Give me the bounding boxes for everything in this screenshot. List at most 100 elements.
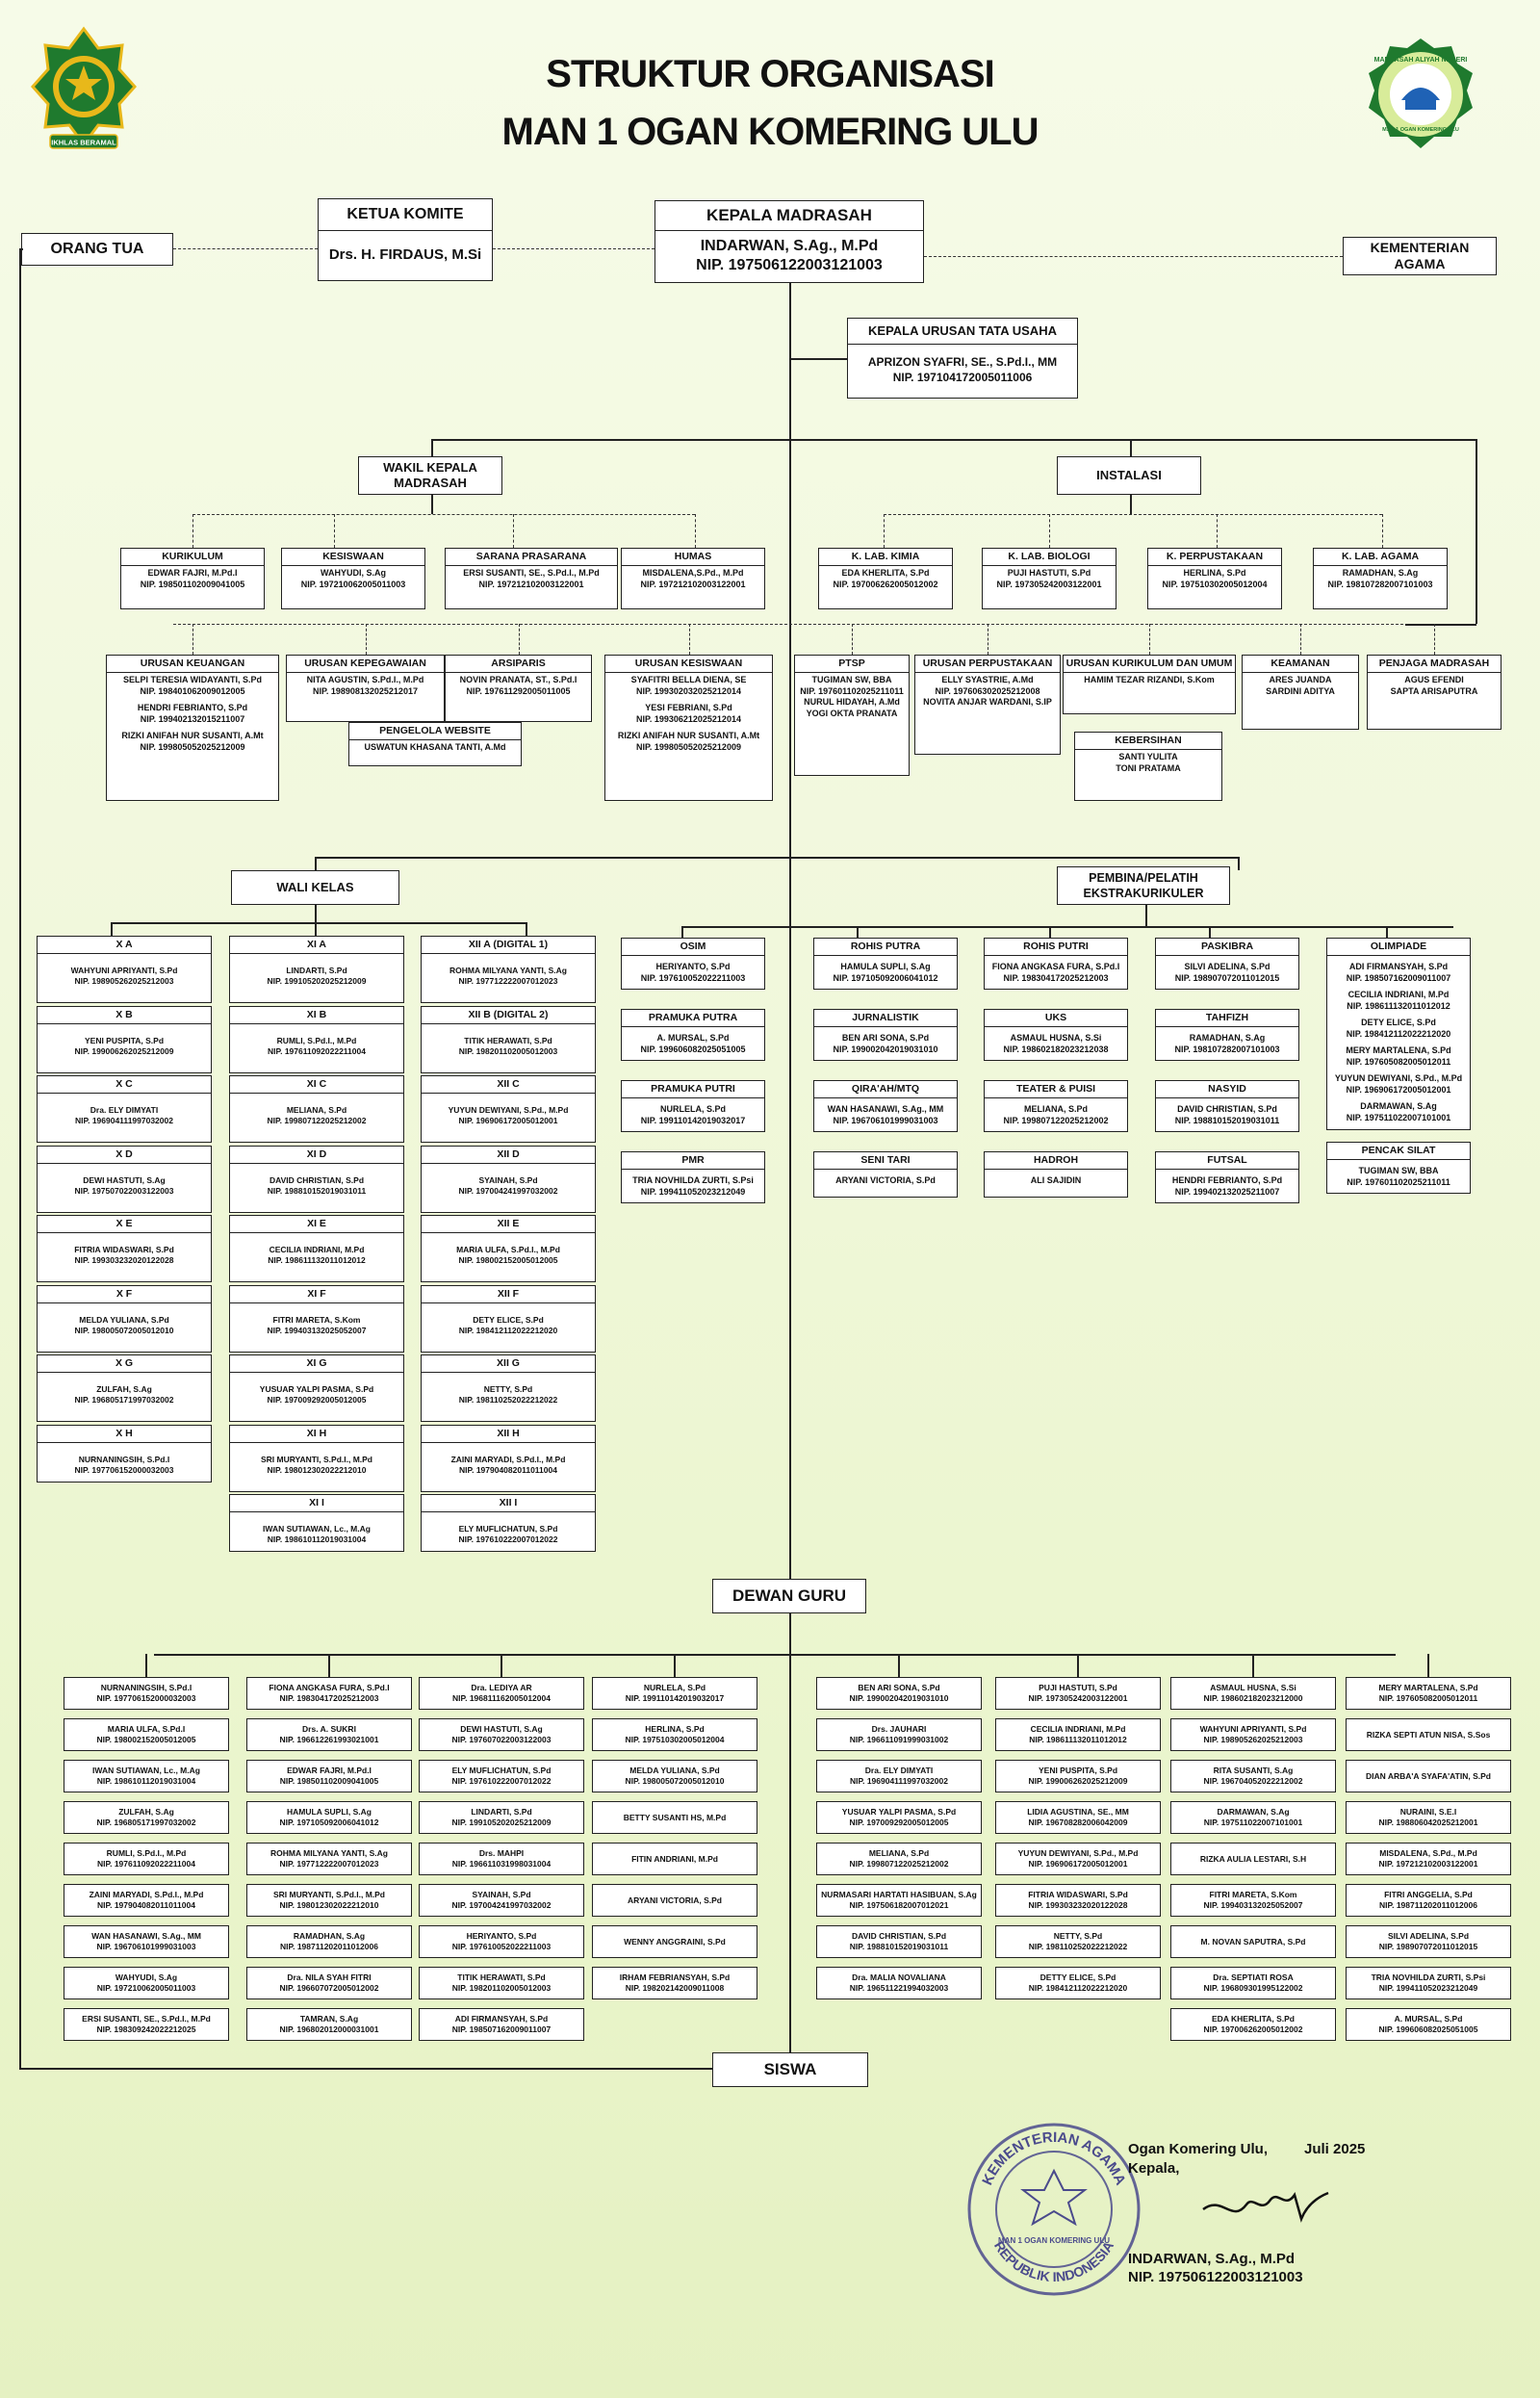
- guru-line: NIP. 197006262005012002: [1203, 2024, 1303, 2034]
- guru-line: RIZKA SEPTI ATUN NISA, S.Sos: [1366, 1729, 1491, 1740]
- guru-line: DARMAWAN, S.Ag: [1217, 1807, 1290, 1817]
- guru-cell: BETTY SUSANTI HS, M.Pd: [592, 1801, 757, 1834]
- unit-line: NIP. 197601102025211011: [800, 685, 904, 696]
- ekskul-title: OSIM: [622, 939, 764, 956]
- unit-line: WAHYUDI, S.Ag: [320, 568, 386, 578]
- wali-nip: NIP. 199303232020122028: [74, 1255, 174, 1265]
- wali-name: DETY ELICE, S.Pd: [473, 1314, 544, 1325]
- guru-line: Drs. MAHPI: [478, 1848, 525, 1858]
- guru-line: MELIANA, S.Pd: [868, 1848, 930, 1858]
- unit-line: SARDINI ADITYA: [1266, 685, 1335, 696]
- kelas-label: XII C: [422, 1076, 595, 1094]
- guru-line: NIP. 198002152005012005: [96, 1735, 196, 1744]
- guru-line: NIP. 198304172025212003: [279, 1693, 379, 1703]
- wali-nip: NIP. 198110252022212022: [458, 1395, 558, 1405]
- unit-line: NIP. 197212102003122001: [640, 579, 746, 589]
- siswa-box: SISWA: [712, 2052, 868, 2087]
- unit-body: USWATUN KHASANA TANTI, A.Md: [349, 740, 521, 756]
- ekskul-title: UKS: [985, 1010, 1127, 1027]
- guru-line: YENI PUSPITA, S.Pd: [1038, 1766, 1118, 1775]
- wali-name: NETTY, S.Pd: [483, 1384, 533, 1394]
- wali-name: TITIK HERAWATI, S.Pd: [464, 1035, 552, 1045]
- ekskul-line: HENDRI FEBRIANTO, S.Pd: [1171, 1175, 1283, 1185]
- guru-line: ERSI SUSANTI, SE., S.Pd.I., M.Pd: [82, 2014, 211, 2024]
- kelas-label: XI I: [230, 1495, 403, 1512]
- signature-place: Ogan Komering Ulu,: [1128, 2141, 1269, 2157]
- orang-tua-box: ORANG TUA: [21, 233, 173, 266]
- ekskul-line: NIP. 199606082025051005: [640, 1044, 746, 1054]
- unit-title: PENJAGA MADRASAH: [1368, 656, 1501, 673]
- guru-line: NIP. 196704052022212002: [1203, 1776, 1303, 1786]
- guru-line: NIP. 199105202025212009: [451, 1818, 552, 1827]
- wali-nip: NIP. 197610222007012022: [458, 1534, 558, 1544]
- unit-title: URUSAN KEUANGAN: [107, 656, 278, 673]
- guru-line: MISDALENA, S.Pd., M.Pd: [1379, 1848, 1477, 1858]
- guru-line: NIP. 198610112019031004: [96, 1776, 196, 1786]
- wali-nip: NIP. 198012302022212010: [267, 1464, 367, 1475]
- guru-line: NIP. 197004241997032002: [451, 1900, 552, 1910]
- connector: [518, 624, 520, 655]
- wali-name: MARIA ULFA, S.Pd.I., M.Pd: [456, 1245, 560, 1254]
- unit-title: K. LAB. BIOLOGI: [983, 549, 1116, 566]
- guru-line: NIP. 197607022003122003: [451, 1735, 552, 1744]
- ekskul-title: PRAMUKA PUTRA: [622, 1010, 764, 1027]
- unit-body: HAMIM TEZAR RIZANDI, S.Kom: [1064, 673, 1235, 688]
- ekskul-title: FUTSAL: [1156, 1152, 1298, 1170]
- pembina-box: PEMBINA/PELATIH EKSTRAKURIKULER: [1057, 866, 1230, 905]
- connector: [674, 1654, 676, 1677]
- wali-name: MELDA YULIANA, S.Pd: [79, 1314, 169, 1325]
- guru-line: NIP. 198711202011012006: [1379, 1900, 1477, 1910]
- guru-line: A. MURSAL, S.Pd: [1394, 2014, 1463, 2024]
- guru-line: NIP. 197510302005012004: [625, 1735, 725, 1744]
- guru-line: NIP. 198806042025212001: [1378, 1818, 1478, 1827]
- connector: [852, 624, 853, 655]
- ekskul-line: FIONA ANGKASA FURA, S.Pd.I: [991, 962, 1120, 971]
- guru-line: TAMRAN, S.Ag: [299, 2014, 359, 2024]
- guru-line: SYAINAH, S.Pd: [472, 1890, 531, 1899]
- ekskul-line: NIP. 197105092006041012: [833, 972, 938, 983]
- unit-line: HAMIM TEZAR RIZANDI, S.Kom: [1084, 675, 1215, 684]
- ekskul-line: NIP. 197605082005012011: [1346, 1056, 1451, 1067]
- guru-line: NIP. 198501102009041005: [279, 1776, 379, 1786]
- ekskul-line: ALI SAJIDIN: [1030, 1175, 1082, 1185]
- ekskul-line: NIP. 197610052022211003: [640, 972, 746, 983]
- guru-line: NIP. 197212102003122001: [1378, 1859, 1478, 1869]
- unit-line: NIP. 198401062009012005: [140, 685, 245, 696]
- ekskul-line: DAVID CHRISTIAN, S.Pd: [1177, 1104, 1277, 1114]
- unit-line: MISDALENA,S.Pd., M.Pd: [642, 568, 744, 578]
- svg-text:KEMENTERIAN AGAMA: KEMENTERIAN AGAMA: [979, 2129, 1129, 2188]
- ekskul-line: CECILIA INDRIANI, M.Pd: [1348, 990, 1450, 999]
- connector: [192, 624, 193, 655]
- ekskul-line: NIP. 198107282007101003: [1174, 1044, 1280, 1054]
- ekskul-line: NIP. 198907072011012015: [1174, 972, 1280, 983]
